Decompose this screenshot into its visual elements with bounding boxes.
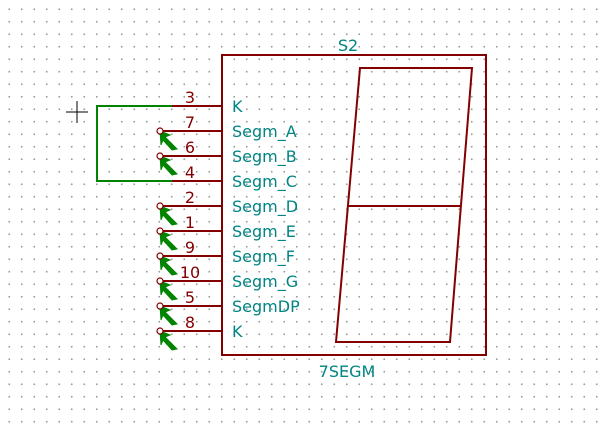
pin-end-circle [156, 277, 164, 285]
pin-2[interactable]: 2 Segm_D [156, 188, 298, 226]
pin-name: Segm_D [232, 197, 298, 217]
pin-number: 8 [185, 313, 195, 332]
unconnected-flag-icon [159, 305, 179, 326]
pin-1[interactable]: 1 Segm_E [156, 213, 296, 251]
pin-7[interactable]: 7 Segm_A [156, 113, 297, 151]
pin-6[interactable]: 6 Segm_B [156, 138, 297, 176]
pin-name: Segm_E [232, 222, 296, 242]
reference-label: S2 [338, 36, 358, 55]
pin-name: Segm_F [232, 247, 295, 267]
pin-number: 3 [185, 88, 195, 107]
pin-5[interactable]: 5 SegmDP [156, 288, 300, 326]
crosshair-cursor [66, 101, 88, 123]
unconnected-flag-icon [159, 230, 179, 251]
pin-4[interactable]: 4 Segm_C [160, 163, 297, 192]
wire-pin3-to-pin4[interactable] [96, 105, 172, 182]
pin-name: Segm_C [232, 172, 297, 192]
pin-9[interactable]: 9 Segm_F [156, 238, 295, 276]
unconnected-flag-icon [159, 280, 179, 301]
pin-number: 6 [185, 138, 195, 157]
pin-end-circle [156, 152, 164, 160]
pin-end-circle [156, 127, 164, 135]
pin-name: Segm_A [232, 122, 297, 142]
pin-name: Segm_G [232, 272, 298, 292]
unconnected-flag-icon [159, 130, 179, 151]
unconnected-flag-icon [159, 155, 179, 176]
pin-number: 1 [185, 213, 195, 232]
pin-name: SegmDP [232, 297, 300, 316]
pin-end-circle [156, 227, 164, 235]
pin-10[interactable]: 10 Segm_G [156, 263, 298, 301]
unconnected-flag-icon [159, 255, 179, 276]
segment-display-graphic [334, 67, 474, 343]
pin-number: 4 [185, 163, 195, 182]
pin-end-circle [156, 252, 164, 260]
pin-number: 7 [185, 113, 195, 132]
unconnected-flag-icon [159, 205, 179, 226]
pin-end-circle [156, 202, 164, 210]
pin-end-circle [156, 327, 164, 335]
pin-name: K [232, 97, 243, 116]
pin-name: K [232, 322, 243, 341]
pin-name: Segm_B [232, 147, 297, 167]
pin-number: 9 [185, 238, 195, 257]
value-label: 7SEGM [319, 362, 376, 381]
pin-number: 10 [180, 263, 200, 282]
pin-end-circle [156, 302, 164, 310]
pin-number: 5 [185, 288, 195, 307]
unconnected-flag-icon [159, 330, 179, 351]
pin-number: 2 [185, 188, 195, 207]
